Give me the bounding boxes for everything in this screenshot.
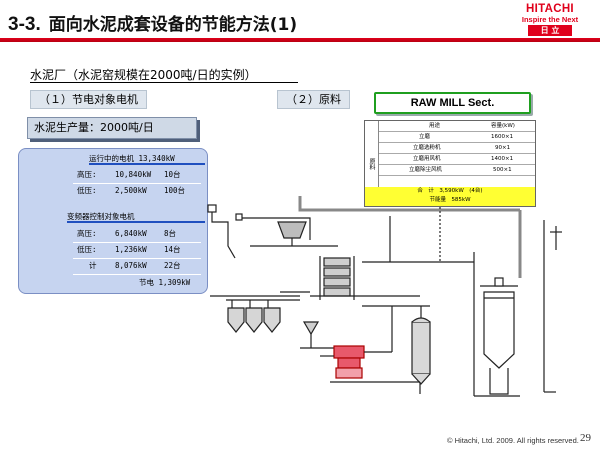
row-count: 8台 xyxy=(164,229,177,238)
cyclone-stack-icon xyxy=(319,256,355,300)
row-divider xyxy=(73,242,201,243)
silo-group-icon xyxy=(226,299,300,333)
feed-conveyor xyxy=(211,212,236,259)
small-hopper-icon xyxy=(302,321,320,336)
running-motors-header: 运行中的电机 13,340kW xyxy=(89,153,205,165)
cell-capacity: 1400×1 xyxy=(491,156,514,162)
row-count: 100台 xyxy=(164,186,186,195)
col-capacity-header: 容量(kW) xyxy=(491,123,515,129)
saving-value: 节能量 585kW xyxy=(429,197,471,203)
logo-brand: HITACHI xyxy=(526,3,574,15)
row-power: 8,076kW xyxy=(115,261,147,270)
total-value: 合 计 3,590kW (4台) xyxy=(417,188,483,194)
row-power: 2,500kW xyxy=(115,186,147,195)
copyright: © Hitachi, Ltd. 2009. All rights reserve… xyxy=(447,436,579,445)
exhaust-duct xyxy=(298,196,520,212)
row-label: 计 xyxy=(89,261,97,270)
row-label: 低压: xyxy=(77,245,97,254)
col-use-header: 用途 xyxy=(429,123,441,129)
row-power: 1,236kW xyxy=(115,245,147,254)
title-bar: 3-3. 面向水泥成套设备的节能方法(1) xyxy=(0,0,600,44)
vfd-total-row: 计 8,076kW 22台 xyxy=(19,260,209,272)
cell-capacity: 1600×1 xyxy=(491,134,514,140)
chip-raw-material: （２）原料 xyxy=(277,90,350,109)
row-divider xyxy=(73,274,201,275)
saving-value: 节电 1,309kW xyxy=(139,278,191,287)
table-total: 合 计 3,590kW (4台) 节能量 585kW xyxy=(365,187,535,206)
row-label: 高压: xyxy=(77,170,97,179)
vfd-motors-header: 变频器控制对象电机 xyxy=(67,211,205,223)
row-divider xyxy=(73,258,201,259)
hitachi-logo: HITACHI Inspire the Next 日 立 xyxy=(505,3,595,36)
raw-mill-table: 原料 用途 容量(kW) 立磨 1600×1 立磨选粉机 90×1 立磨用风机 … xyxy=(364,120,536,207)
table-row: 立磨 1600×1 xyxy=(379,132,535,143)
raw-mill-icon xyxy=(333,345,365,379)
running-row: 高压: 10,840kW 10台 xyxy=(19,169,209,181)
cell-use: 立磨 xyxy=(419,134,431,140)
table-header-row: 用途 容量(kW) xyxy=(379,121,535,132)
feed-hopper-icon xyxy=(207,204,217,213)
table-row: 立磨除尘风机 500×1 xyxy=(379,165,535,176)
cell-use: 立磨除尘风机 xyxy=(409,167,443,173)
section-number: 3-3. xyxy=(8,14,41,35)
cell-capacity: 90×1 xyxy=(495,145,511,151)
row-power: 6,840kW xyxy=(115,229,147,238)
dust-collector-icon xyxy=(411,317,431,385)
feed-line xyxy=(240,217,311,240)
motor-summary-panel: 运行中的电机 13,340kW 高压: 10,840kW 10台 低压: 2,5… xyxy=(18,148,208,294)
table-row: 立磨用风机 1400×1 xyxy=(379,154,535,165)
cell-capacity: 500×1 xyxy=(493,167,512,173)
table-side-label: 原料 xyxy=(365,121,379,187)
valve-icon xyxy=(235,213,243,221)
running-row: 低压: 2,500kW 100台 xyxy=(19,185,209,197)
logo-tagline: Inspire the Next xyxy=(521,15,579,24)
saving-row: 节电 1,309kW xyxy=(19,277,209,289)
row-label: 高压: xyxy=(77,229,97,238)
row-divider xyxy=(73,183,201,184)
production-box: 水泥生产量：2000吨/日 xyxy=(27,117,197,139)
hopper-icon xyxy=(277,221,307,239)
row-count: 14台 xyxy=(164,245,181,254)
logo-kanji: 日 立 xyxy=(528,25,572,36)
row-count: 22台 xyxy=(164,261,181,270)
row-count: 10台 xyxy=(164,170,181,179)
raw-mill-label: RAW MILL Sect. xyxy=(374,92,531,114)
vfd-row: 低压: 1,236kW 14台 xyxy=(19,244,209,256)
row-power: 10,840kW xyxy=(115,170,152,179)
subtitle-underline xyxy=(30,82,298,83)
cell-use: 立磨用风机 xyxy=(413,156,441,162)
page-number: 29 xyxy=(580,432,591,444)
chip-motor-target: （１）节电对象电机 xyxy=(30,90,147,109)
table-row: 立磨选粉机 90×1 xyxy=(379,143,535,154)
row-label: 低压: xyxy=(77,186,97,195)
cell-use: 立磨选粉机 xyxy=(413,145,441,151)
storage-silo-icon xyxy=(480,277,518,395)
vfd-row: 高压: 6,840kW 8台 xyxy=(19,228,209,240)
title-underline xyxy=(0,38,600,42)
case-subtitle: 水泥厂（水泥窑规模在2000吨/日的实例） xyxy=(30,68,257,82)
title-label: 面向水泥成套设备的节能方法(1) xyxy=(48,15,298,35)
page-title: 3-3. 面向水泥成套设备的节能方法(1) xyxy=(8,10,297,36)
